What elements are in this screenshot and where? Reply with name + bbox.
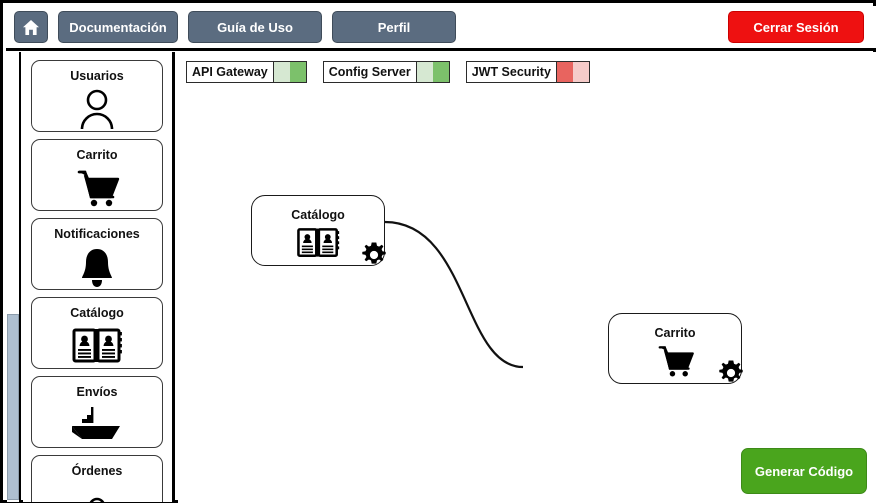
logout-button[interactable]: Cerrar Sesión bbox=[728, 11, 864, 43]
sidebar-item-usuarios-label: Usuarios bbox=[70, 69, 124, 83]
status-chip-api-gateway-bars bbox=[273, 62, 306, 82]
top-toolbar: Documentación Guía de Uso Perfil Cerrar … bbox=[6, 6, 876, 48]
status-bar-dark bbox=[432, 62, 449, 82]
sidebar-item-usuarios[interactable]: Usuarios bbox=[31, 60, 163, 132]
nav-button-documentacion[interactable]: Documentación bbox=[58, 11, 178, 43]
connection-edge-layer bbox=[384, 220, 524, 369]
status-chip-api-gateway[interactable]: API Gateway bbox=[186, 61, 307, 83]
toolbar-divider bbox=[6, 48, 876, 51]
sidebar-scrollbar[interactable] bbox=[7, 52, 21, 502]
diagram-canvas[interactable]: API Gateway Config Server JWT Security bbox=[178, 52, 876, 503]
ship-icon bbox=[32, 405, 162, 447]
canvas-node-catalogo[interactable]: Catálogo bbox=[251, 195, 388, 269]
open-book-icon bbox=[252, 226, 384, 260]
sidebar-item-envios-label: Envíos bbox=[76, 385, 118, 399]
status-chip-config-server-bars bbox=[416, 62, 449, 82]
sidebar-item-carrito[interactable]: Carrito bbox=[31, 139, 163, 211]
nav-button-perfil-label: Perfil bbox=[377, 19, 411, 35]
status-chip-api-gateway-label: API Gateway bbox=[187, 62, 274, 82]
shopping-cart-icon bbox=[609, 344, 741, 378]
user-icon bbox=[32, 89, 162, 131]
status-bar-light bbox=[273, 62, 290, 82]
open-book-icon bbox=[32, 326, 162, 368]
status-chip-config-server-label: Config Server bbox=[324, 62, 417, 82]
sidebar-scrollbar-thumb[interactable] bbox=[7, 314, 19, 500]
gear-icon bbox=[362, 242, 386, 264]
bell-icon bbox=[32, 247, 162, 289]
status-chip-jwt-security-bars bbox=[556, 62, 589, 82]
sidebar-item-ordenes-label: Órdenes bbox=[71, 464, 123, 478]
gear-icon bbox=[719, 360, 743, 382]
status-chip-bar: API Gateway Config Server JWT Security bbox=[186, 61, 590, 83]
home-icon bbox=[22, 19, 40, 36]
status-bar-light bbox=[572, 62, 589, 82]
sidebar-item-envios[interactable]: Envíos bbox=[31, 376, 163, 448]
canvas-node-carrito-label: Carrito bbox=[654, 326, 696, 340]
shopping-cart-icon bbox=[32, 168, 162, 210]
nav-button-perfil[interactable]: Perfil bbox=[332, 11, 456, 43]
sidebar-item-catalogo-label: Catálogo bbox=[70, 306, 124, 320]
clipboard-icon bbox=[32, 484, 162, 502]
generate-code-button-label: Generar Código bbox=[754, 463, 854, 479]
status-bar-dark bbox=[289, 62, 306, 82]
nav-button-guia-de-uso[interactable]: Guía de Uso bbox=[188, 11, 322, 43]
status-chip-jwt-security[interactable]: JWT Security bbox=[465, 61, 590, 83]
sidebar: Usuarios Carrito Notificac bbox=[23, 52, 175, 502]
edge-catalogo-to-carrito bbox=[384, 220, 524, 369]
nav-button-documentacion-label: Documentación bbox=[69, 19, 167, 35]
canvas-node-carrito[interactable]: Carrito bbox=[608, 313, 745, 387]
generate-code-button[interactable]: Generar Código bbox=[741, 448, 867, 494]
canvas-node-carrito-settings-button[interactable] bbox=[717, 359, 745, 387]
sidebar-item-catalogo[interactable]: Catálogo bbox=[31, 297, 163, 369]
sidebar-item-notificaciones[interactable]: Notificaciones bbox=[31, 218, 163, 290]
home-button[interactable] bbox=[14, 11, 48, 43]
sidebar-item-ordenes[interactable]: Órdenes bbox=[31, 455, 163, 502]
canvas-node-catalogo-label: Catálogo bbox=[291, 208, 345, 222]
logout-button-label: Cerrar Sesión bbox=[753, 19, 839, 35]
sidebar-item-carrito-label: Carrito bbox=[76, 148, 118, 162]
status-chip-jwt-security-label: JWT Security bbox=[467, 62, 557, 82]
status-chip-config-server[interactable]: Config Server bbox=[322, 61, 450, 83]
canvas-node-catalogo-settings-button[interactable] bbox=[360, 241, 388, 269]
nav-button-guia-de-uso-label: Guía de Uso bbox=[217, 19, 293, 35]
sidebar-item-notificaciones-label: Notificaciones bbox=[54, 227, 140, 241]
status-bar-light bbox=[416, 62, 433, 82]
status-bar-dark bbox=[556, 62, 573, 82]
